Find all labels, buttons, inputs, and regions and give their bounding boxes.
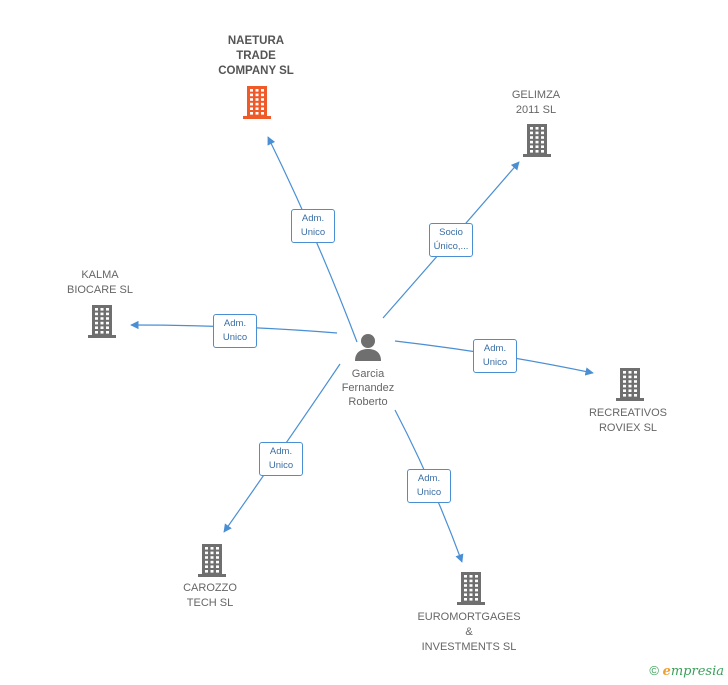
- person-node[interactable]: [353, 332, 383, 367]
- company-node-recreativos[interactable]: [614, 366, 646, 407]
- building-icon: [523, 124, 551, 157]
- empresia-logo: © empresia: [649, 663, 724, 679]
- role-label-kalma: Adm. Unico: [213, 314, 257, 348]
- building-icon: [198, 544, 226, 577]
- role-label-euromortgages: Adm. Unico: [407, 469, 451, 503]
- role-label-gelimza: Socio Único,...: [429, 223, 473, 257]
- copyright-symbol: ©: [649, 663, 659, 678]
- company-label-gelimza[interactable]: GELIMZA 2011 SL: [511, 89, 561, 116]
- brand-name: mpresia: [670, 664, 724, 679]
- building-icon: [243, 86, 271, 119]
- company-node-kalma[interactable]: [86, 303, 118, 344]
- company-node-gelimza[interactable]: [521, 122, 553, 163]
- building-icon: [88, 305, 116, 338]
- company-node-naetura[interactable]: [241, 84, 273, 125]
- company-label-kalma[interactable]: KALMA BIOCARE SL: [66, 269, 134, 296]
- company-label-euromortgages[interactable]: EUROMORTGAGES & INVESTMENTS SL: [417, 611, 521, 653]
- building-icon: [616, 368, 644, 401]
- company-label-naetura[interactable]: NAETURA TRADE COMPANY SL: [218, 35, 294, 77]
- company-label-carozzo[interactable]: CAROZZO TECH SL: [183, 582, 237, 609]
- person-label[interactable]: Garcia Fernandez Roberto: [341, 368, 395, 408]
- company-label-recreativos[interactable]: RECREATIVOS ROVIEX SL: [588, 407, 668, 434]
- role-label-carozzo: Adm. Unico: [259, 442, 303, 476]
- role-label-naetura: Adm. Unico: [291, 209, 335, 243]
- company-node-carozzo[interactable]: [196, 542, 228, 583]
- brand-e: e: [662, 664, 671, 679]
- person-icon: [355, 334, 381, 361]
- role-label-recreativos: Adm. Unico: [473, 339, 517, 373]
- building-icon: [457, 572, 485, 605]
- company-node-euromortgages[interactable]: [455, 570, 487, 611]
